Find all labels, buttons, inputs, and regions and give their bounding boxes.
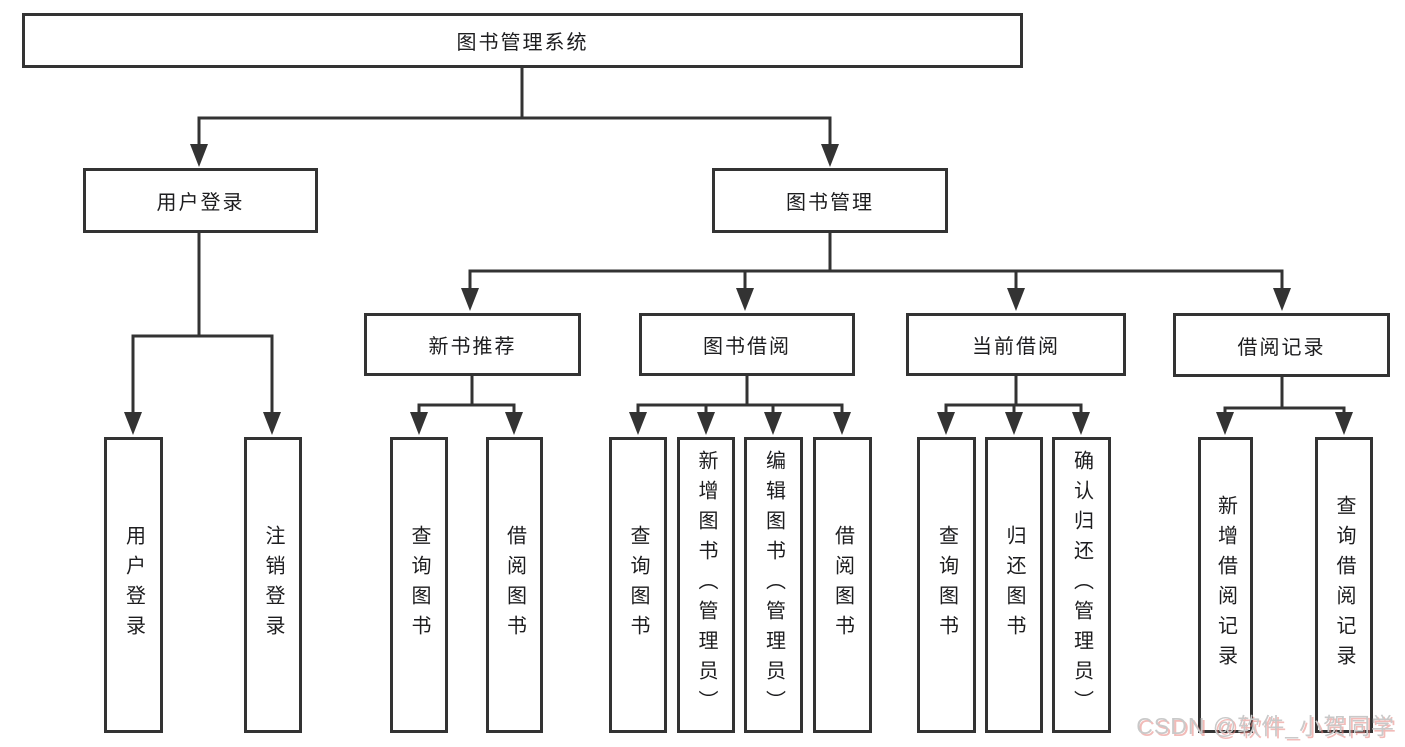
node-label: 借阅记录 [1237,336,1326,359]
node-bb-add-books-admin: 新增图书（管理员） [677,437,735,733]
connector-bookmgmt-to-children [468,231,1284,296]
node-rec-borrow-books: 借阅图书 [486,437,543,733]
node-label: 借阅图书 [503,525,526,645]
node-cb-return-books: 归还图书 [985,437,1043,733]
connector-root-to-level2 [197,66,832,152]
node-book-management: 图书管理 [712,168,948,233]
arrowhead [1273,288,1291,311]
node-label: 查询图书 [408,525,430,645]
node-label: 新增借阅记录 [1214,495,1237,675]
node-label: 归还图书 [1003,525,1025,645]
watermark: CSDN @软件_小贺同学 [1136,713,1395,739]
node-label: 查询借阅记录 [1333,495,1355,675]
node-rec-query-books: 查询图书 [390,437,448,733]
node-label: 查询图书 [627,525,649,645]
connector-borrowrecord-to-children [1223,375,1346,420]
node-user-login: 用户登录 [83,168,318,233]
arrowhead [697,412,715,435]
node-label: 用户登录 [122,525,145,645]
arrowhead [461,288,479,311]
node-cb-confirm-return-admin: 确认归还（管理员） [1052,437,1111,733]
arrowhead [821,144,839,167]
node-bb-edit-books-admin: 编辑图书（管理员） [744,437,803,733]
node-label: 借阅图书 [831,525,854,645]
node-bb-borrow-books: 借阅图书 [813,437,872,733]
node-label: 新书推荐 [428,336,517,358]
node-cb-query-books: 查询图书 [917,437,976,733]
node-new-book-recommend: 新书推荐 [364,313,581,376]
node-logout: 注销登录 [244,437,302,733]
node-label: 注销登录 [262,525,284,645]
arrowhead [263,412,281,435]
arrowhead [1072,412,1090,435]
node-bb-query-books: 查询图书 [609,437,667,733]
connector-newbookrec-to-children [417,374,516,420]
arrowhead [629,412,647,435]
node-label: 图书管理系统 [456,32,589,54]
node-login: 用户登录 [104,437,163,733]
arrowhead [190,144,208,167]
arrowhead [1335,412,1353,435]
arrowhead [736,288,754,311]
arrowhead [833,412,851,435]
arrowhead [505,412,523,435]
arrowhead [1007,288,1025,311]
arrowhead [1216,412,1234,435]
node-current-borrowing: 当前借阅 [906,313,1126,376]
connector-currentborrow-to-children [944,374,1083,420]
arrowhead [764,412,782,435]
node-label: 当前借阅 [972,336,1060,358]
node-label: 图书管理 [786,192,874,214]
node-label: 用户登录 [156,192,245,214]
arrowhead [937,412,955,435]
node-label: 新增图书（管理员） [695,450,717,720]
connector-bookborrow-to-children [636,374,844,420]
arrowhead [1005,412,1023,435]
arrowhead [124,412,142,435]
arrowhead [410,412,428,435]
node-label: 图书借阅 [703,336,791,358]
node-label: 查询图书 [935,525,958,645]
node-br-query-record: 查询借阅记录 [1315,437,1373,733]
node-br-add-record: 新增借阅记录 [1198,437,1253,733]
node-book-borrowing: 图书借阅 [639,313,855,376]
node-label: 编辑图书（管理员） [762,450,785,720]
node-root: 图书管理系统 [22,13,1023,68]
connector-userlogin-to-children [131,231,274,420]
node-borrow-records: 借阅记录 [1173,313,1390,377]
node-label: 确认归还（管理员） [1070,450,1093,720]
